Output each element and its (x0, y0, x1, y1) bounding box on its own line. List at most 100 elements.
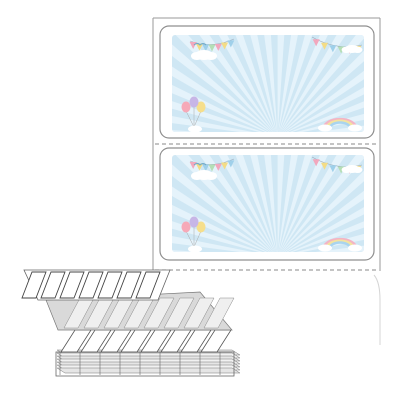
balloon-string (185, 230, 195, 248)
sun-ray (277, 155, 364, 252)
sun-ray (277, 35, 364, 132)
fanfold-label-stack (21, 269, 241, 377)
sun-ray (277, 155, 364, 252)
sun-ray (210, 35, 278, 132)
sun-ray (277, 35, 364, 132)
bunting-string (311, 36, 363, 48)
lower-stack (55, 329, 241, 377)
bunting-flag (208, 164, 216, 172)
balloon-icon (189, 216, 199, 228)
sun-ray (172, 35, 278, 132)
top-strip-label (116, 271, 142, 299)
sun-ray (277, 35, 362, 132)
top-strip-label (78, 271, 104, 299)
bunting-flag (321, 162, 328, 170)
sun-ray (277, 103, 364, 132)
sun-ray (277, 35, 364, 132)
balloon-string (193, 230, 202, 248)
bunting-flag (329, 165, 337, 173)
bunting-flag (227, 40, 235, 48)
bunting-flag (214, 43, 222, 51)
bunting-flag (221, 162, 229, 170)
cloud (341, 165, 363, 173)
sun-ray (277, 155, 364, 252)
top-strip (21, 269, 171, 301)
sun-ray (277, 155, 364, 252)
bunting-flag (202, 164, 210, 172)
sun-ray (172, 35, 278, 132)
sun-ray (277, 157, 364, 252)
sun-ray (277, 35, 364, 132)
sun-ray (277, 155, 329, 252)
label-2-artwork (172, 155, 364, 252)
sun-ray (277, 35, 364, 132)
fold-label (203, 297, 235, 329)
sun-ray (277, 37, 364, 132)
sun-ray (172, 155, 278, 252)
sun-ray (172, 206, 278, 252)
sun-ray (172, 155, 278, 252)
sun-ray (178, 155, 278, 252)
cloud (318, 244, 332, 252)
liner-sheet (152, 17, 381, 345)
stack-front (55, 351, 235, 377)
balloon-icon (181, 101, 191, 113)
sun-ray (172, 155, 278, 252)
sun-ray (172, 155, 278, 252)
bunting-flag (227, 160, 235, 168)
top-strip-label (135, 271, 161, 299)
sun-ray (277, 155, 295, 252)
sun-ray (172, 86, 278, 132)
cloud (191, 50, 217, 60)
cloud (348, 124, 362, 132)
top-strip-label (21, 271, 47, 299)
balloon-icon (181, 221, 191, 233)
sun-ray (172, 35, 278, 132)
sun-ray (172, 173, 278, 252)
bunting-flag (195, 43, 203, 51)
bunting-flag (312, 159, 320, 167)
fold-label (183, 297, 215, 329)
balloon-icon (196, 101, 206, 113)
sun-ray (172, 155, 278, 252)
middle-fold (45, 291, 235, 331)
bird-icon (193, 43, 207, 46)
sun-ray (243, 35, 278, 132)
sun-ray (277, 35, 364, 132)
sun-ray (172, 53, 278, 132)
cloud (188, 125, 202, 132)
sun-ray (277, 35, 329, 132)
sun-ray (172, 35, 278, 132)
sun-ray (178, 35, 278, 132)
balloon-icon (196, 221, 206, 233)
bunting-flag (221, 42, 229, 50)
sun-ray (172, 35, 278, 132)
bunting-flag (202, 44, 210, 52)
sun-ray (172, 155, 278, 252)
cloud (318, 124, 332, 132)
bunting-string (311, 156, 363, 168)
sun-ray (277, 155, 364, 252)
balloon-icon (189, 96, 199, 108)
sun-ray (210, 155, 278, 252)
sun-ray (277, 35, 295, 132)
bunting-flag (321, 42, 328, 50)
sun-ray (277, 155, 362, 252)
top-strip-label (97, 271, 123, 299)
sun-ray (277, 223, 364, 252)
sun-ray (277, 155, 364, 252)
cloud (191, 170, 217, 180)
sun-ray (172, 35, 278, 132)
label-1-artwork (172, 35, 364, 132)
stack-sheet-edge (56, 367, 241, 374)
bunting-flag (214, 163, 222, 171)
balloon-string (193, 110, 202, 128)
fold-label (143, 297, 175, 329)
sun-ray (243, 155, 278, 252)
bunting-flag (329, 45, 337, 53)
bunting-flag (312, 39, 320, 47)
cloud (341, 45, 363, 53)
cloud (188, 245, 202, 252)
